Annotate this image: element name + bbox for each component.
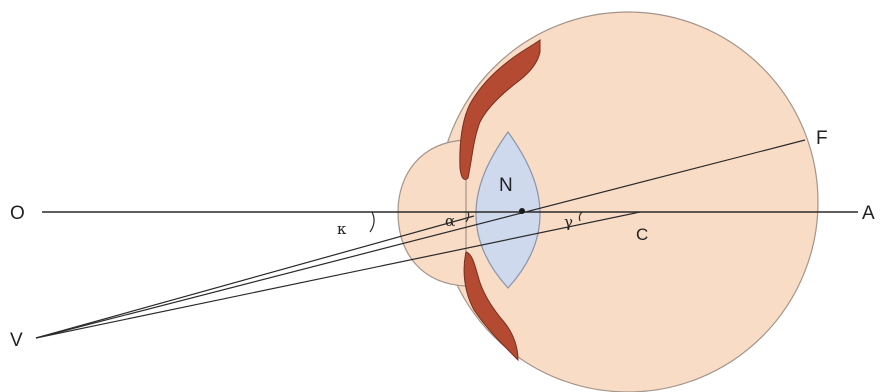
- cornea: [398, 140, 466, 286]
- label-o: O: [10, 203, 25, 224]
- nodal-point: [519, 208, 525, 214]
- label-v: V: [10, 330, 23, 351]
- pupillary-line: [36, 216, 474, 338]
- label-gamma: γ: [564, 213, 573, 231]
- label-f: F: [816, 128, 828, 149]
- kappa-arc: [370, 212, 374, 232]
- label-c: C: [636, 225, 648, 244]
- label-n: N: [499, 175, 513, 196]
- label-a: A: [862, 203, 875, 224]
- label-alpha: α: [445, 212, 455, 230]
- label-kappa: κ: [337, 220, 347, 238]
